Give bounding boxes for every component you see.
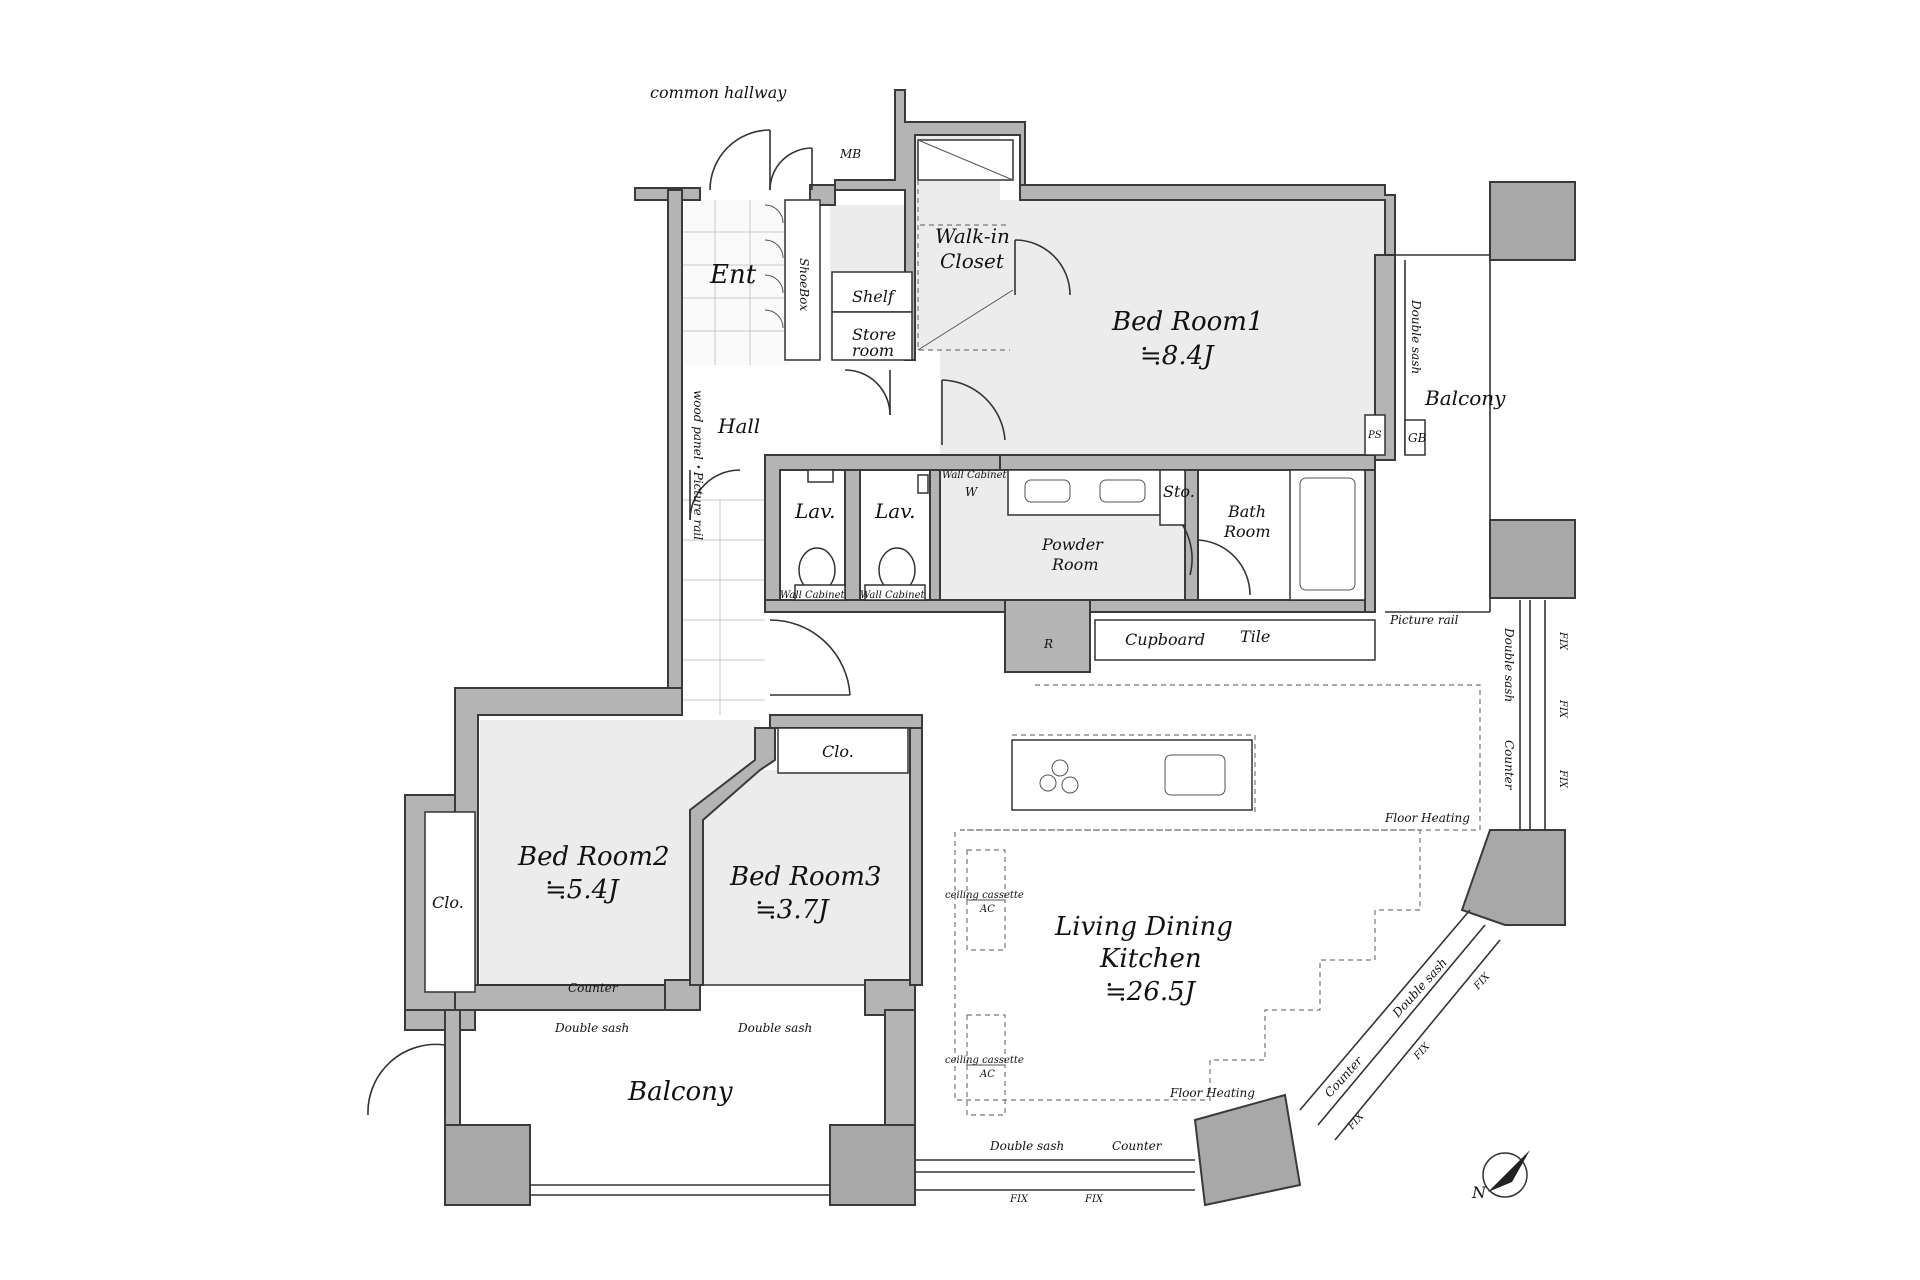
bottom-counter-label: Counter (1112, 1139, 1163, 1153)
store-room-label-1: Store (852, 325, 896, 344)
floor-areas (480, 135, 1385, 985)
north-arrow-icon: N (1471, 1150, 1530, 1202)
floor-heating-2-label: Floor Heating (1169, 1086, 1255, 1100)
balcony-right-label: Balcony (1424, 386, 1506, 410)
ceiling-ac-1-label-b: AC (979, 904, 995, 915)
bedroom1-double-sash-label: Double sash (1409, 299, 1423, 374)
sto-label: Sto. (1163, 482, 1195, 501)
bath-room-label-2: Room (1223, 522, 1270, 541)
shelf-label: Shelf (852, 287, 897, 306)
balcony-bottom-label: Balcony (627, 1077, 733, 1107)
bedroom1-size: ≒8.4J (1140, 341, 1215, 371)
wall-cabinet-1-label: Wall Cabinet (780, 590, 846, 601)
lav2-label: Lav. (874, 499, 916, 523)
picture-rail-label: Picture rail (1389, 613, 1459, 627)
bedroom2-label: Bed Room2 (517, 842, 669, 872)
floor-heating-1-label: Floor Heating (1384, 811, 1470, 825)
walls (404, 89, 1576, 1207)
fix-a-label: FIX (1557, 631, 1568, 651)
cupboard-label: Cupboard (1125, 630, 1205, 649)
clo-left-label: Clo. (432, 893, 464, 912)
bedroom3-label: Bed Room3 (729, 862, 881, 892)
gb-label: GB (1408, 431, 1427, 445)
ceiling-ac-2-label-a: ceiling cassette (945, 1055, 1024, 1066)
north-label: N (1471, 1183, 1487, 1202)
bedroom2-double-sash-label: Double sash (554, 1021, 629, 1035)
hall-tiles (680, 200, 790, 715)
bedroom3-double-sash-label: Double sash (737, 1021, 812, 1035)
ldk-label-2: Kitchen (1099, 944, 1202, 974)
ceiling-ac-2-label-b: AC (979, 1069, 995, 1080)
tile-label: Tile (1240, 627, 1270, 646)
linework (367, 129, 1546, 1196)
powder-room-label-2: Room (1051, 555, 1098, 574)
ldk-counter-label: Counter (1502, 740, 1516, 791)
wall-cabinet-2-label: Wall Cabinet (860, 590, 926, 601)
bedroom-counter-label: Counter (568, 981, 619, 995)
powder-room-label-1: Powder (1041, 535, 1104, 554)
wall-cabinet-3-label: Wall Cabinet (942, 470, 1008, 481)
bottom-fix-1-label: FIX (1009, 1194, 1029, 1205)
bedroom2-size: ≒5.4J (545, 875, 620, 905)
ldk-size: ≒26.5J (1105, 977, 1197, 1007)
hall-label: Hall (717, 414, 760, 438)
shoebox-label: ShoeBox (797, 258, 811, 311)
bottom-double-sash-label: Double sash (989, 1139, 1064, 1153)
diag-fix-1-label: FIX (1345, 1111, 1366, 1133)
ldk-label-1: Living Dining (1054, 912, 1233, 942)
lav1-label: Lav. (794, 499, 836, 523)
ldk-double-sash-label: Double sash (1502, 627, 1516, 702)
common-hallway-label: common hallway (650, 83, 787, 102)
fix-c-label: FIX (1557, 769, 1568, 789)
store-room-label-2: room (852, 341, 894, 360)
clo-top-label: Clo. (822, 742, 854, 761)
mb-label: MB (839, 147, 861, 161)
bottom-fix-2-label: FIX (1084, 1194, 1104, 1205)
ceiling-ac-1-label-a: ceiling cassette (945, 890, 1024, 901)
diag-fix-3-label: FIX (1471, 971, 1492, 993)
ps-label: PS (1367, 430, 1382, 441)
fix-b-label: FIX (1557, 699, 1568, 719)
ent-label: Ent (709, 260, 757, 290)
w-label: W (965, 485, 979, 499)
r-label: R (1043, 637, 1053, 651)
walk-in-label-2: Closet (940, 249, 1005, 273)
room-labels: common hallway MB Ent ShoeBox Shelf Stor… (432, 83, 1568, 1205)
wood-panel-label: wood panel・Picture rail (691, 390, 705, 540)
walk-in-label-1: Walk-in (935, 224, 1010, 248)
bedroom1-label: Bed Room1 (1111, 307, 1263, 337)
bath-room-label-1: Bath (1227, 502, 1266, 521)
bedroom3-size: ≒3.7J (755, 895, 830, 925)
